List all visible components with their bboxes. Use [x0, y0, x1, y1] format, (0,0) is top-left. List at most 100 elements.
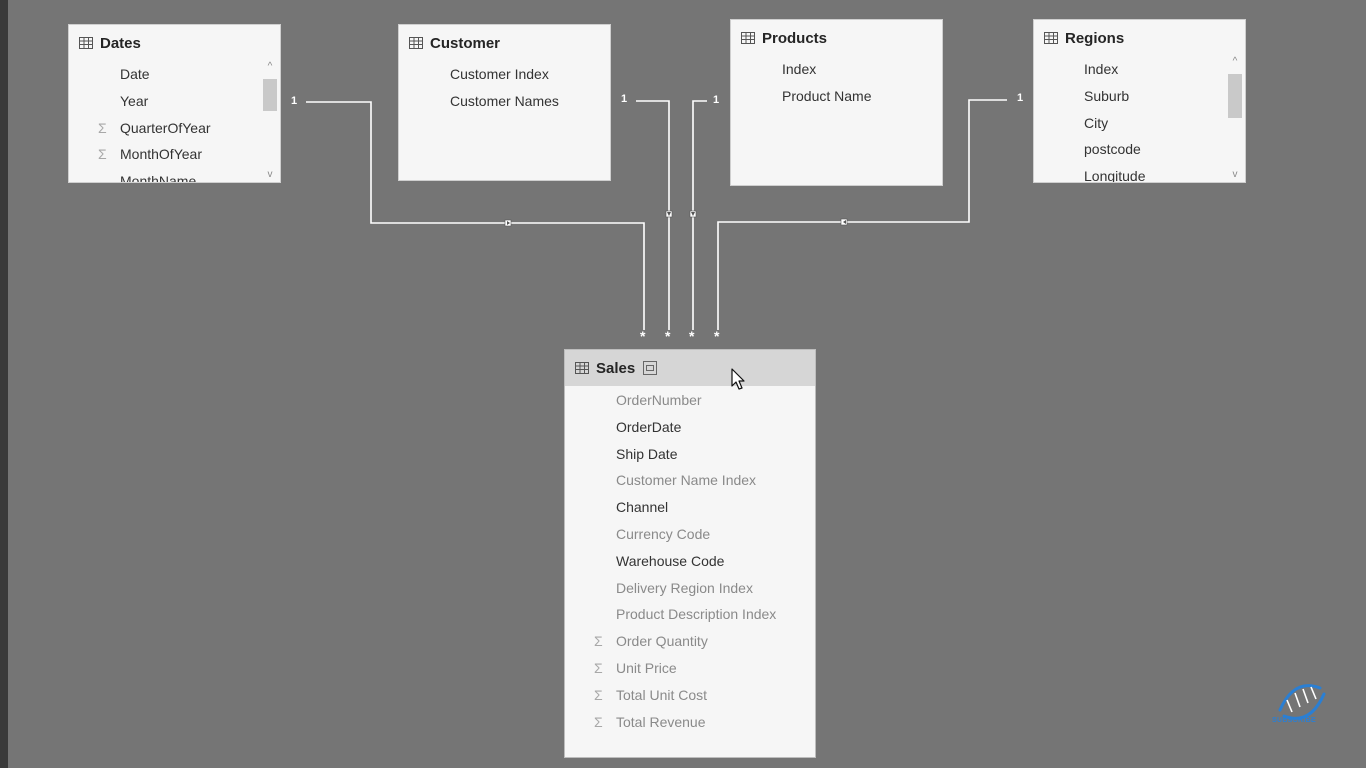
field-dates[interactable]: Date	[120, 61, 280, 88]
field-label: Index	[782, 61, 817, 77]
field-label: Customer Names	[450, 92, 559, 109]
table-header-customer[interactable]: Customer	[399, 25, 610, 61]
scroll-up-icon[interactable]: ^	[267, 61, 273, 72]
field-dates[interactable]: MonthName	[120, 168, 280, 182]
field-sales[interactable]: Customer Name Index	[616, 467, 815, 494]
field-products[interactable]: Product Name	[782, 83, 942, 110]
field-label: Total Revenue	[616, 713, 706, 730]
field-regions[interactable]: postcode	[1084, 136, 1245, 163]
relationship-line-products-sales	[692, 100, 707, 330]
field-label: MonthOfYear	[120, 146, 202, 163]
field-label: OrderNumber	[616, 392, 702, 408]
table-header-regions[interactable]: Regions	[1034, 20, 1245, 56]
field-dates[interactable]: Σ MonthOfYear	[98, 141, 280, 168]
relationship-line-dates-sales	[306, 101, 645, 330]
scroll-up-icon[interactable]: ^	[1232, 56, 1238, 67]
field-label: City	[1084, 114, 1109, 131]
field-label: Delivery Region Index	[616, 579, 753, 596]
field-sales[interactable]: Product Description Index	[616, 601, 815, 628]
field-label: Customer Name Index	[616, 472, 757, 489]
table-title: Sales	[596, 359, 636, 377]
cursor-icon	[731, 368, 745, 390]
field-label: Year	[120, 92, 149, 109]
field-customer[interactable]: Customer Index	[450, 61, 610, 88]
scroll-thumb[interactable]	[1228, 74, 1242, 118]
field-label: OrderDate	[616, 418, 682, 435]
table-title: Regions	[1065, 29, 1125, 47]
scroll-thumb[interactable]	[263, 79, 277, 111]
subscribe-dna-icon	[1278, 684, 1326, 720]
table-title: Customer	[430, 34, 501, 52]
relationship-line-regions-sales	[717, 99, 1007, 330]
field-regions[interactable]: City	[1084, 110, 1245, 137]
field-dates[interactable]: Year	[120, 88, 280, 115]
field-customer[interactable]: Customer Names	[450, 88, 610, 115]
field-regions[interactable]: Index	[1084, 56, 1245, 83]
field-regions[interactable]: Longitude	[1084, 163, 1245, 182]
field-label: Warehouse Code	[616, 552, 725, 569]
cardinality-one-products: 1	[713, 94, 720, 106]
scrollbar-dates[interactable]: ^ v	[260, 61, 280, 182]
cardinality-many-products: *	[689, 328, 695, 344]
subscribe-label: SUBSCRIBE	[1272, 717, 1316, 724]
relationship-line-customer-sales	[636, 100, 670, 330]
field-label: MonthName	[120, 173, 197, 182]
field-regions[interactable]: Suburb	[1084, 83, 1245, 110]
cardinality-many-dates: *	[640, 328, 646, 344]
table-header-products[interactable]: Products	[731, 20, 942, 56]
view-icon[interactable]	[643, 361, 658, 375]
scroll-down-icon[interactable]: v	[1232, 169, 1238, 180]
field-label: Longitude	[1084, 168, 1146, 182]
sigma-icon: Σ	[594, 659, 603, 676]
field-products[interactable]: Index	[782, 56, 942, 83]
field-label: Currency Code	[616, 525, 711, 542]
field-label: Product Description Index	[616, 606, 777, 623]
cardinality-one-regions: 1	[1017, 92, 1024, 104]
scrollbar-regions[interactable]: ^ v	[1225, 56, 1245, 182]
field-label: postcode	[1084, 141, 1141, 158]
sigma-icon: Σ	[594, 686, 603, 703]
sigma-icon: Σ	[594, 633, 603, 650]
table-header-sales[interactable]: Sales	[565, 350, 815, 386]
field-sales[interactable]: OrderDate	[616, 414, 815, 441]
cardinality-many-regions: *	[714, 328, 720, 344]
scroll-down-icon[interactable]: v	[267, 169, 273, 180]
cardinality-one-customer: 1	[621, 93, 628, 105]
table-title: Products	[762, 29, 828, 47]
field-sales[interactable]: Warehouse Code	[616, 548, 815, 575]
field-sales[interactable]: OrderNumber	[616, 387, 815, 414]
field-label: QuarterOfYear	[120, 119, 211, 136]
field-sales[interactable]: Ship Date	[616, 441, 815, 468]
field-label: Product Name	[782, 87, 872, 104]
sigma-icon: Σ	[98, 119, 107, 136]
field-label: Channel	[616, 499, 669, 516]
table-icon	[79, 37, 93, 49]
field-sales[interactable]: Channel	[616, 494, 815, 521]
field-dates[interactable]: Σ QuarterOfYear	[98, 115, 280, 142]
field-label: Customer Index	[450, 66, 549, 82]
table-header-dates[interactable]: Dates	[69, 25, 280, 61]
left-edge-strip	[0, 0, 8, 768]
sigma-icon: Σ	[98, 146, 107, 163]
table-icon	[741, 32, 755, 44]
field-sales[interactable]: Delivery Region Index	[616, 575, 815, 602]
table-icon	[409, 37, 423, 49]
cardinality-many-customer: *	[665, 328, 671, 344]
table-icon	[575, 362, 589, 374]
field-sales[interactable]: Currency Code	[616, 521, 815, 548]
